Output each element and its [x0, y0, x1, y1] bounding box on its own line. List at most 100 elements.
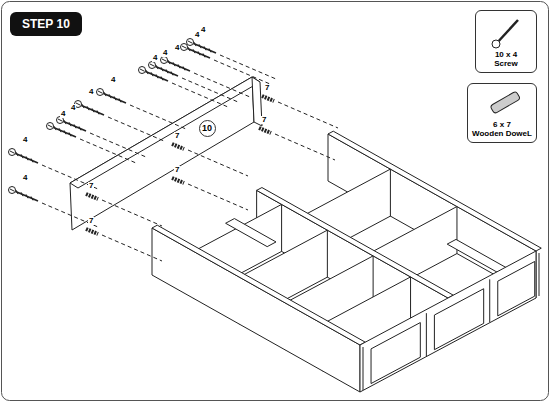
hardware-box: 10 x 4Screw [475, 10, 537, 73]
screw-thread [183, 66, 185, 70]
guide-line [102, 235, 162, 261]
dowel-quantity: 7 [264, 84, 270, 92]
screw-thread [69, 132, 71, 136]
screw-thread [119, 98, 121, 102]
guide-line [130, 105, 186, 129]
screw-thread [146, 70, 148, 74]
screw-shaft [12, 190, 38, 201]
screw-thread [204, 46, 206, 50]
hardware-label: 10 x 4 [495, 50, 517, 59]
screw-thread [114, 96, 116, 100]
screw-thread [87, 106, 89, 110]
hardware-box: 6 x 7Wooden DoweL [467, 83, 537, 143]
cubby-divider [363, 347, 364, 390]
screw-thread [59, 128, 61, 132]
screw-quantity: 4 [60, 110, 66, 118]
screw-slot [150, 64, 154, 66]
screw-slot [76, 103, 80, 105]
dowel-quantity: 7 [174, 132, 180, 140]
screw-head [161, 57, 168, 64]
screw-quantity: 4 [200, 26, 206, 34]
cubby-divider [426, 313, 427, 356]
screw-head [139, 67, 146, 74]
hardware-label: 6 x 7 [493, 120, 511, 129]
screw-shaft [152, 65, 178, 76]
cubby-divider [489, 279, 490, 322]
guide-line [42, 203, 98, 227]
screw-head [149, 62, 156, 69]
guide-line [102, 200, 162, 226]
screw-thread [198, 51, 200, 55]
screw-head [9, 187, 16, 194]
screw-thread [74, 124, 76, 128]
screw-quantity: 4 [70, 104, 76, 112]
screw-shaft [164, 60, 190, 71]
wooden-dowel [262, 96, 274, 101]
screw-thread [151, 72, 153, 76]
screw-head [181, 44, 188, 51]
screw-thread [26, 156, 28, 160]
screw-thread [16, 190, 18, 194]
dowel-quantity: 7 [88, 182, 94, 190]
screw-thread [161, 67, 163, 71]
guide-line [182, 78, 238, 102]
screw-thread [109, 94, 111, 98]
screw-thread [168, 60, 170, 64]
screw-shaft [12, 152, 38, 163]
screw-thread [161, 76, 163, 80]
screw-head [9, 149, 16, 156]
screw-slot [48, 125, 52, 127]
screw-shaft [60, 120, 86, 131]
screw-shaft [190, 42, 216, 53]
screw-shaft [78, 104, 104, 115]
screw-thread [156, 65, 158, 69]
screw-thread [203, 53, 205, 57]
screw-quantity: 4 [22, 136, 28, 144]
screw-thread [16, 152, 18, 156]
wooden-dowel [259, 128, 271, 133]
cubby-opening [434, 289, 483, 350]
guide-line [220, 55, 276, 79]
screw-thread [21, 154, 23, 158]
shelf-slat [226, 219, 276, 247]
callout-circle: 10 [199, 120, 216, 137]
screw-shaft [50, 126, 76, 137]
screw-thread [97, 110, 99, 114]
screw-thread [193, 49, 195, 53]
screw-thread [199, 44, 201, 48]
screw-icon [492, 20, 518, 48]
step-title: STEP 10 [22, 17, 70, 31]
wooden-dowel [172, 144, 184, 149]
screw-thread [31, 196, 33, 200]
screw-quantity: 4 [22, 174, 28, 182]
screw-head [47, 123, 54, 130]
screw-thread [178, 64, 180, 68]
guide-line [90, 133, 146, 157]
callout-number: 10 [202, 123, 212, 133]
screw-thread [54, 126, 56, 130]
screw-head [97, 89, 104, 96]
screw-thread [79, 126, 81, 130]
screw-thread [156, 74, 158, 78]
guide-line [188, 184, 248, 210]
step-badge: STEP 10 [10, 12, 82, 36]
screw-thread [171, 71, 173, 75]
wooden-dowel [172, 178, 184, 183]
screw-quantity: 4 [110, 76, 116, 84]
hardware-label: Wooden DoweL [472, 129, 532, 138]
guide-line [188, 150, 248, 176]
wooden-dowel [86, 229, 98, 234]
screw-slot [162, 59, 166, 61]
screw-quantity: 4 [174, 44, 180, 52]
screw-thread [26, 194, 28, 198]
guide-line [80, 139, 136, 163]
guide-line [42, 165, 98, 189]
screw-slot [58, 119, 62, 121]
screw-slot [140, 69, 144, 71]
screw-thread [69, 122, 71, 126]
dowel-quantity: 7 [88, 217, 94, 225]
dowel-quantity: 7 [261, 116, 267, 124]
guide-line [172, 83, 228, 107]
cubby-opening [371, 323, 420, 384]
